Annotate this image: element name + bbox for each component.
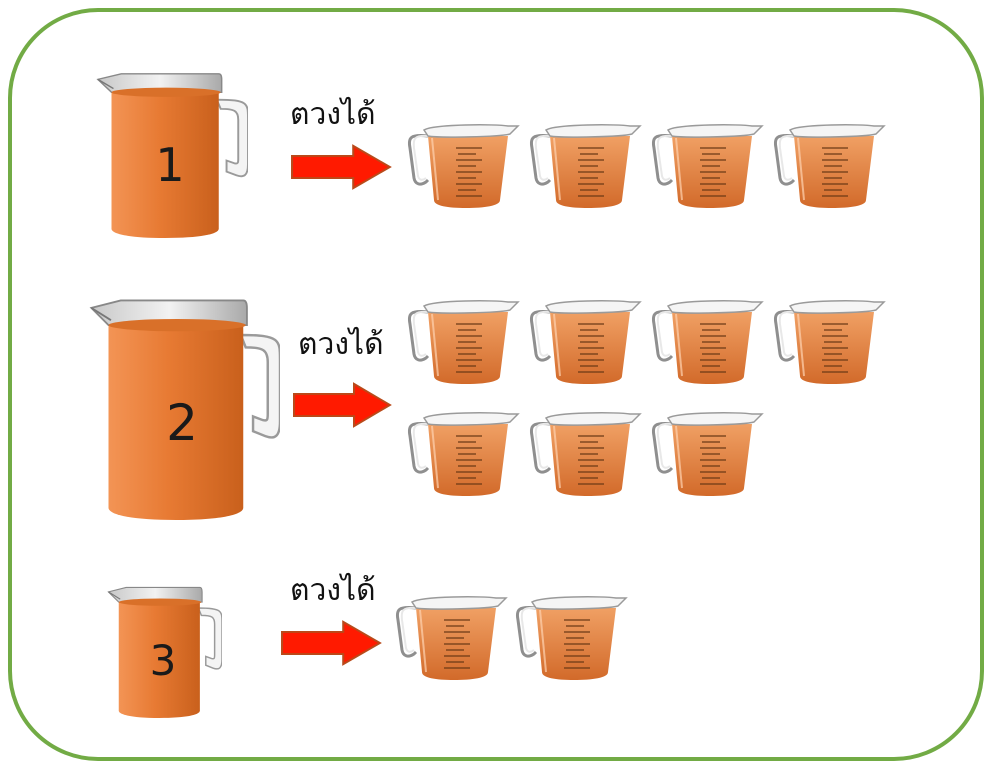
measuring-cup-icon: [526, 408, 642, 498]
right-arrow-icon: [280, 620, 382, 666]
measuring-cup-icon: [648, 408, 764, 498]
measured-label: ตวงได้: [290, 573, 376, 608]
right-arrow-icon: [292, 382, 392, 428]
pitcher-1: 1: [92, 72, 248, 238]
pitcher-3: 3: [104, 586, 222, 718]
pitcher-number: 3: [149, 636, 177, 685]
measuring-cup-icon: [648, 296, 764, 386]
measured-label: ตวงได้: [298, 327, 384, 362]
pitcher-2: 2: [84, 298, 280, 520]
measuring-cup-icon: [392, 592, 508, 682]
measuring-cup-icon: [404, 120, 520, 210]
right-arrow-icon: [290, 144, 392, 190]
measuring-cup-icon: [526, 296, 642, 386]
measuring-cup-icon: [404, 408, 520, 498]
measuring-cup-icon: [770, 120, 886, 210]
pitcher-number: 1: [155, 138, 185, 192]
measuring-cup-icon: [648, 120, 764, 210]
measured-label: ตวงได้: [290, 97, 376, 132]
measuring-cup-icon: [404, 296, 520, 386]
measuring-cup-icon: [512, 592, 628, 682]
measuring-cup-icon: [526, 120, 642, 210]
pitcher-number: 2: [166, 394, 198, 452]
rounded-border-frame: [8, 8, 984, 761]
measuring-cup-icon: [770, 296, 886, 386]
